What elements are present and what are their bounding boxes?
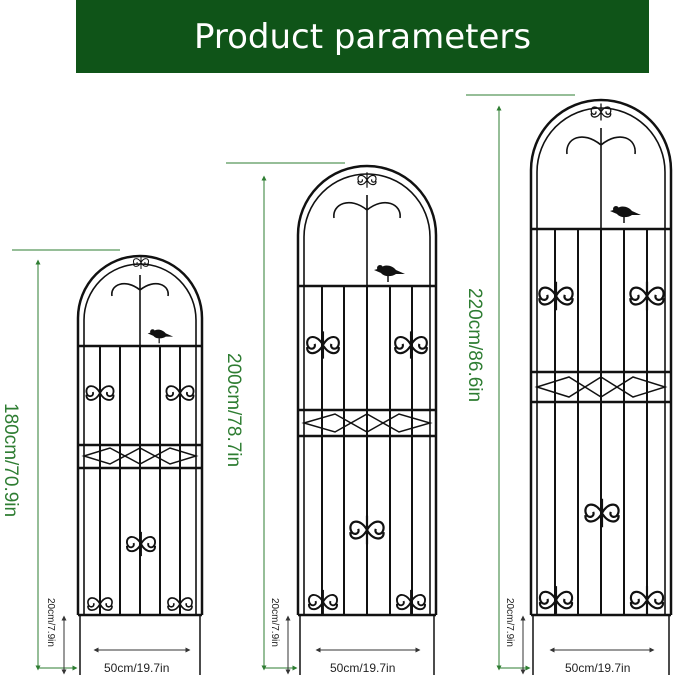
height-label-large: 220cm/86.6in	[464, 288, 485, 402]
leg-label-small: 20cm/7.9in	[45, 598, 56, 647]
height-label-medium: 200cm/78.7in	[223, 353, 244, 467]
trellis-small	[76, 254, 204, 675]
header-banner: Product parameters	[76, 0, 649, 73]
leg-label-large: 20cm/7.9in	[504, 598, 515, 647]
leg-label-medium: 20cm/7.9in	[269, 598, 280, 647]
page-title: Product parameters	[193, 16, 532, 57]
width-label-medium: 50cm/19.7in	[330, 661, 395, 675]
height-label-small: 180cm/70.9in	[0, 403, 21, 517]
trellis-medium	[296, 164, 438, 675]
trellis-large	[529, 98, 673, 675]
width-label-small: 50cm/19.7in	[104, 661, 169, 675]
width-label-large: 50cm/19.7in	[565, 661, 630, 675]
